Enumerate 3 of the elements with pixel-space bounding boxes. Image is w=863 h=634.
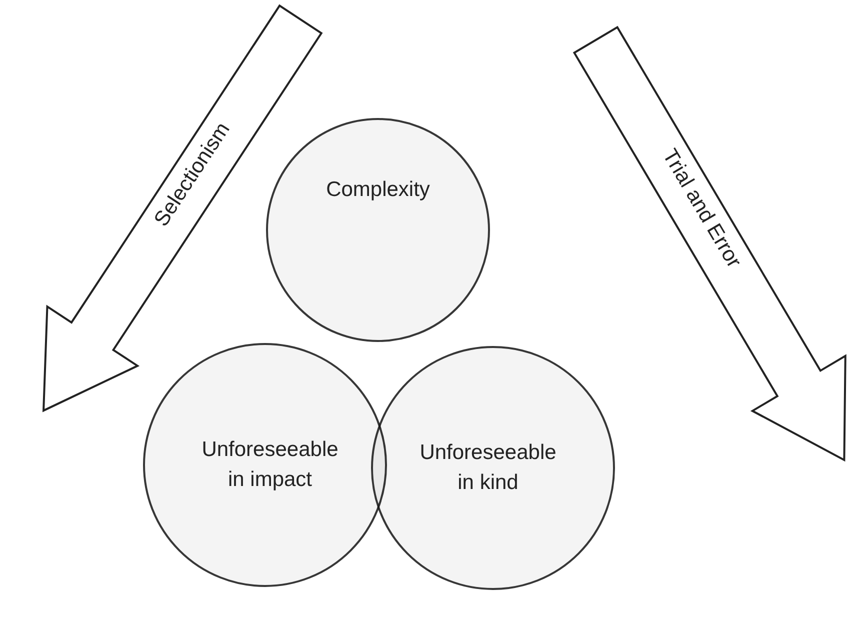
circle-label: Unforeseeable in kind	[418, 440, 558, 496]
circle-label: Complexity	[325, 177, 431, 203]
circle-label: Unforeseeable in impact	[200, 437, 340, 493]
